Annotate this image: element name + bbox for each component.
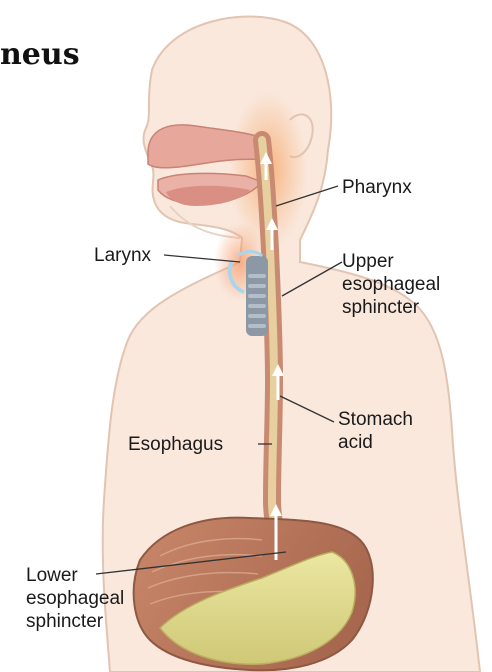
label-stomach-acid-line-2: acid <box>338 431 413 454</box>
label-upper-sphincter-line-1: Upper <box>342 250 440 273</box>
page-heading: neus <box>0 40 80 70</box>
label-stomach-acid: Stomach acid <box>338 408 413 454</box>
label-larynx-text: Larynx <box>94 245 151 266</box>
label-upper-esophageal-sphincter: Upper esophageal sphincter <box>342 250 440 319</box>
label-esophagus-text: Esophagus <box>128 434 223 455</box>
label-upper-sphincter-line-2: esophageal <box>342 273 440 296</box>
label-pharynx: Pharynx <box>342 176 412 199</box>
label-lower-esophageal-sphincter: Lower esophageal sphincter <box>26 564 124 633</box>
label-lower-sphincter-line-1: Lower <box>26 564 124 587</box>
label-pharynx-text: Pharynx <box>342 177 412 198</box>
label-larynx: Larynx <box>94 244 151 267</box>
label-lower-sphincter-line-3: sphincter <box>26 610 124 633</box>
label-lower-sphincter-line-2: esophageal <box>26 587 124 610</box>
label-upper-sphincter-line-3: sphincter <box>342 296 440 319</box>
label-esophagus: Esophagus <box>128 433 223 456</box>
label-stomach-acid-line-1: Stomach <box>338 408 413 431</box>
